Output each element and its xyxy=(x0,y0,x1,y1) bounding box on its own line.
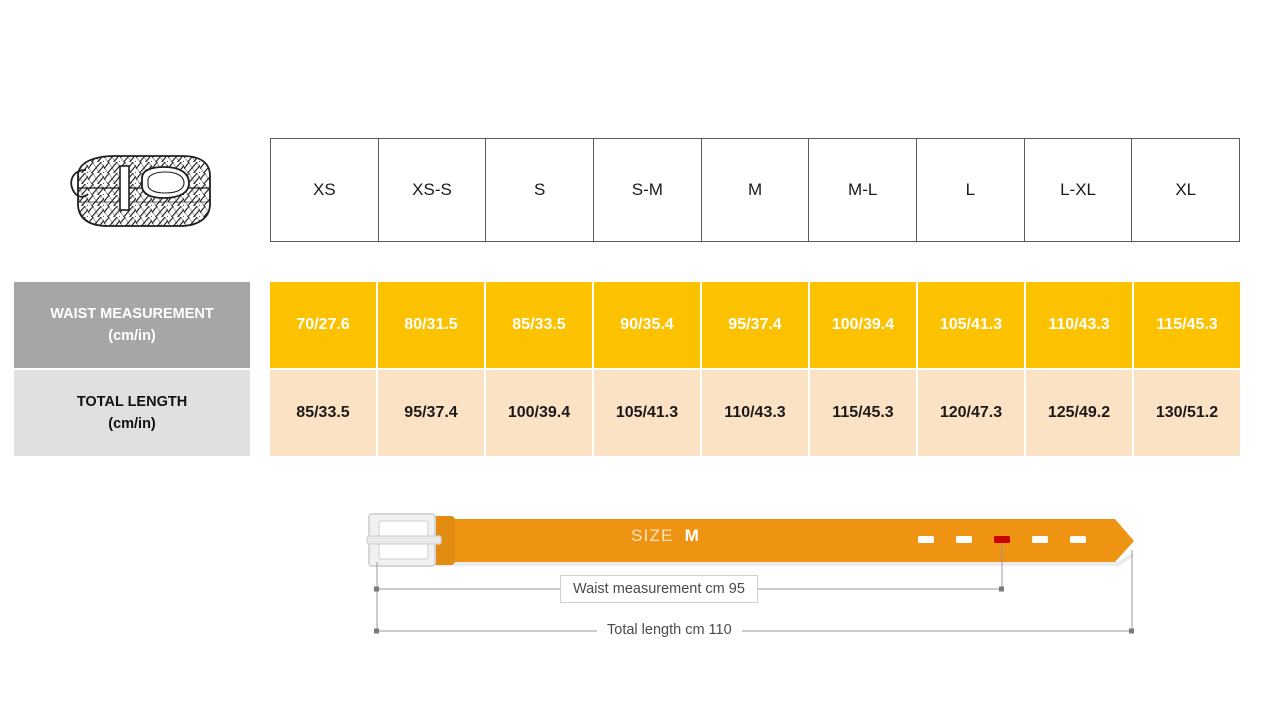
woven-belt-icon xyxy=(56,140,226,240)
length-label-line2: (cm/in) xyxy=(108,416,156,432)
size-header-cell: L xyxy=(917,139,1025,241)
belt-size-tag: SIZE M xyxy=(631,526,699,546)
length-cell: 105/41.3 xyxy=(594,370,702,456)
length-cell: 120/47.3 xyxy=(918,370,1026,456)
waist-cell: 105/41.3 xyxy=(918,282,1026,368)
belt-measurement-diagram: SIZE M Waist measurement cm 95 Total leng… xyxy=(355,500,1155,650)
waist-cell: 70/27.6 xyxy=(270,282,378,368)
belt-hole xyxy=(956,536,972,543)
size-header-cell: L-XL xyxy=(1025,139,1133,241)
total-length-dimension-label: Total length cm 110 xyxy=(597,618,742,642)
length-cell: 125/49.2 xyxy=(1026,370,1134,456)
waist-cell: 110/43.3 xyxy=(1026,282,1134,368)
waist-label-line1: WAIST MEASUREMENT xyxy=(50,305,214,322)
size-header-cell: S xyxy=(486,139,595,241)
length-label-line1: TOTAL LENGTH xyxy=(76,393,188,410)
size-header-cell: XL xyxy=(1175,180,1197,199)
waist-cell: 80/31.5 xyxy=(378,282,486,368)
length-cell: 95/37.4 xyxy=(378,370,486,456)
waist-cell: 85/33.5 xyxy=(486,282,594,368)
waist-dimension-label: Waist measurement cm 95 xyxy=(560,575,758,603)
waist-measurement-row: WAIST MEASUREMENT (cm/in) 70/27.6 80/31.… xyxy=(0,282,1280,368)
waist-row-cells: 70/27.6 80/31.5 85/33.5 90/35.4 95/37.4 … xyxy=(270,282,1240,368)
belt-buckle-icon xyxy=(366,513,442,567)
length-cell: 85/33.5 xyxy=(270,370,378,456)
belt-hole xyxy=(1070,536,1086,543)
waist-label-line2: (cm/in) xyxy=(108,328,156,344)
belt-hole xyxy=(918,536,934,543)
size-header-cell: XS-S xyxy=(379,139,487,241)
size-header-cell: S-M xyxy=(594,139,702,241)
size-header-table: XS XS-S S S-M M M-L L L-XL XL xyxy=(270,138,1240,242)
waist-cell: 115/45.3 xyxy=(1134,282,1240,368)
waist-cell: 100/39.4 xyxy=(810,282,918,368)
total-length-row: TOTAL LENGTH (cm/in) 85/33.5 95/37.4 100… xyxy=(0,370,1280,456)
length-cell: 110/43.3 xyxy=(702,370,810,456)
size-header-cell: M-L xyxy=(809,139,918,241)
size-header-cell: M xyxy=(702,139,810,241)
size-word-label: SIZE xyxy=(631,526,674,545)
length-cell: 130/51.2 xyxy=(1134,370,1240,456)
total-length-row-cells: 85/33.5 95/37.4 100/39.4 105/41.3 110/43… xyxy=(270,370,1240,456)
waist-cell: 90/35.4 xyxy=(594,282,702,368)
length-cell: 115/45.3 xyxy=(810,370,918,456)
belt-keeper-loop xyxy=(433,516,455,565)
belt-strap xyxy=(433,519,1134,562)
waist-cell: 95/37.4 xyxy=(702,282,810,368)
size-header-cell: XS xyxy=(271,139,379,241)
belt-hole xyxy=(1032,536,1048,543)
total-length-row-label: TOTAL LENGTH (cm/in) xyxy=(14,370,250,456)
waist-row-label: WAIST MEASUREMENT (cm/in) xyxy=(14,282,250,368)
belt-hole-highlighted xyxy=(994,536,1010,543)
size-value-label: M xyxy=(684,526,699,545)
length-cell: 100/39.4 xyxy=(486,370,594,456)
